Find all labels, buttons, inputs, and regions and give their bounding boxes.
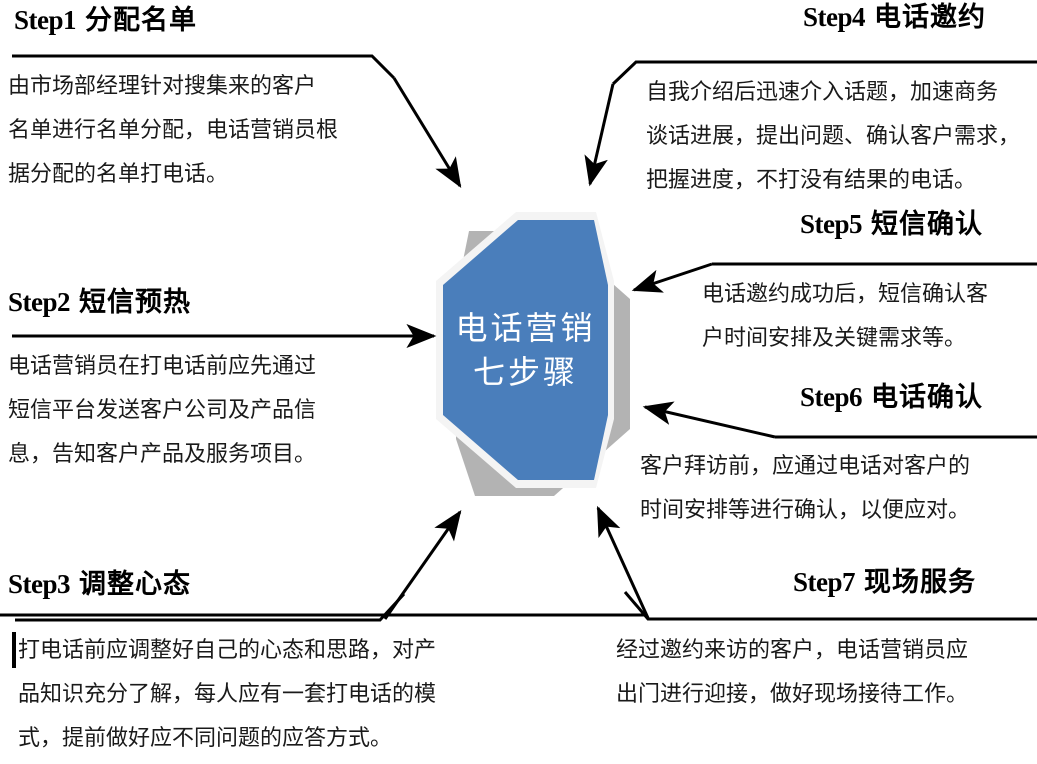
step3-body: 打电话前应调整好自己的心态和思路，对产 品知识充分了解，每人应有一套打电话的模 … <box>18 628 436 760</box>
step1-body-line-2: 名单进行名单分配，电话营销员根 <box>8 117 339 142</box>
step4-body: 自我介绍后迅速介入话题，加速商务 谈话进展，提出问题、确认客户需求， 把握进度，… <box>646 70 1020 202</box>
step2-body: 电话营销员在打电话前应先通过 短信平台发送客户公司及产品信 息，告知客户产品及服… <box>8 344 316 476</box>
step3-body-line-1: 打电话前应调整好自己的心态和思路，对产 <box>18 637 437 662</box>
center-hexagon-label: 电话营销 七步骤 <box>443 220 608 480</box>
step2-number: Step2 <box>8 287 71 317</box>
center-hexagon-line2: 七步骤 <box>472 354 578 390</box>
step3-body-line-3: 式，提前做好应不同问题的应答方式。 <box>18 725 393 750</box>
step2-title-text: 短信预热 <box>79 287 192 317</box>
step3-title: Step3 调整心态 <box>8 570 191 598</box>
step6-body: 客户拜访前，应通过电话对客户的 时间安排等进行确认，以便应对。 <box>640 444 970 532</box>
step1-title: Step1 分配名单 <box>14 6 197 34</box>
step7-title: Step7 现场服务 <box>793 568 976 596</box>
step2-title: Step2 短信预热 <box>8 288 191 316</box>
step1-body-line-3: 据分配的名单打电话。 <box>8 161 229 186</box>
step2-body-line-2: 短信平台发送客户公司及产品信 <box>8 397 317 422</box>
step7-title-text: 现场服务 <box>864 567 977 597</box>
step6-title: Step6 电话确认 <box>800 383 983 411</box>
step3-body-line-2: 品知识充分了解，每人应有一套打电话的模 <box>18 681 437 706</box>
step6-title-text: 电话确认 <box>871 382 984 412</box>
step5-body-line-2: 户时间安排及关键需求等。 <box>702 325 967 350</box>
step4-title: Step4 电话邀约 <box>803 3 986 31</box>
center-hexagon-line1: 电话营销 <box>455 310 596 346</box>
step4-number: Step4 <box>803 2 866 32</box>
step7-number: Step7 <box>793 567 856 597</box>
step4-body-line-3: 把握进度，不打没有结果的电话。 <box>646 167 977 192</box>
step1-body: 由市场部经理针对搜集来的客户 名单进行名单分配，电话营销员根 据分配的名单打电话… <box>8 64 338 196</box>
step5-body: 电话邀约成功后，短信确认客 户时间安排及关键需求等。 <box>702 272 988 360</box>
step3-number: Step3 <box>8 569 71 599</box>
step5-number: Step5 <box>800 209 863 239</box>
step1-number: Step1 <box>14 5 77 35</box>
step5-title: Step5 短信确认 <box>800 210 983 238</box>
step1-body-line-1: 由市场部经理针对搜集来的客户 <box>8 73 317 98</box>
center-hexagon-label-wrap: 电话营销 七步骤 <box>443 220 608 480</box>
step5-title-text: 短信确认 <box>871 209 984 239</box>
step6-body-line-2: 时间安排等进行确认，以便应对。 <box>640 497 971 522</box>
step5-body-line-1: 电话邀约成功后，短信确认客 <box>702 281 989 306</box>
step3-title-text: 调整心态 <box>79 569 192 599</box>
step6-body-line-1: 客户拜访前，应通过电话对客户的 <box>640 453 971 478</box>
step4-body-line-2: 谈话进展，提出问题、确认客户需求， <box>646 123 1021 148</box>
step4-title-text: 电话邀约 <box>874 2 987 32</box>
step7-body: 经过邀约来访的客户，电话营销员应 出门进行迎接，做好现场接待工作。 <box>616 628 968 716</box>
step4-body-line-1: 自我介绍后迅速介入话题，加速商务 <box>646 79 999 104</box>
step7-body-line-2: 出门进行迎接，做好现场接待工作。 <box>616 681 969 706</box>
step6-number: Step6 <box>800 382 863 412</box>
step2-body-line-1: 电话营销员在打电话前应先通过 <box>8 353 317 378</box>
step7-body-line-1: 经过邀约来访的客户，电话营销员应 <box>616 637 969 662</box>
step2-body-line-3: 息，告知客户产品及服务项目。 <box>8 441 317 466</box>
step1-title-text: 分配名单 <box>85 5 198 35</box>
